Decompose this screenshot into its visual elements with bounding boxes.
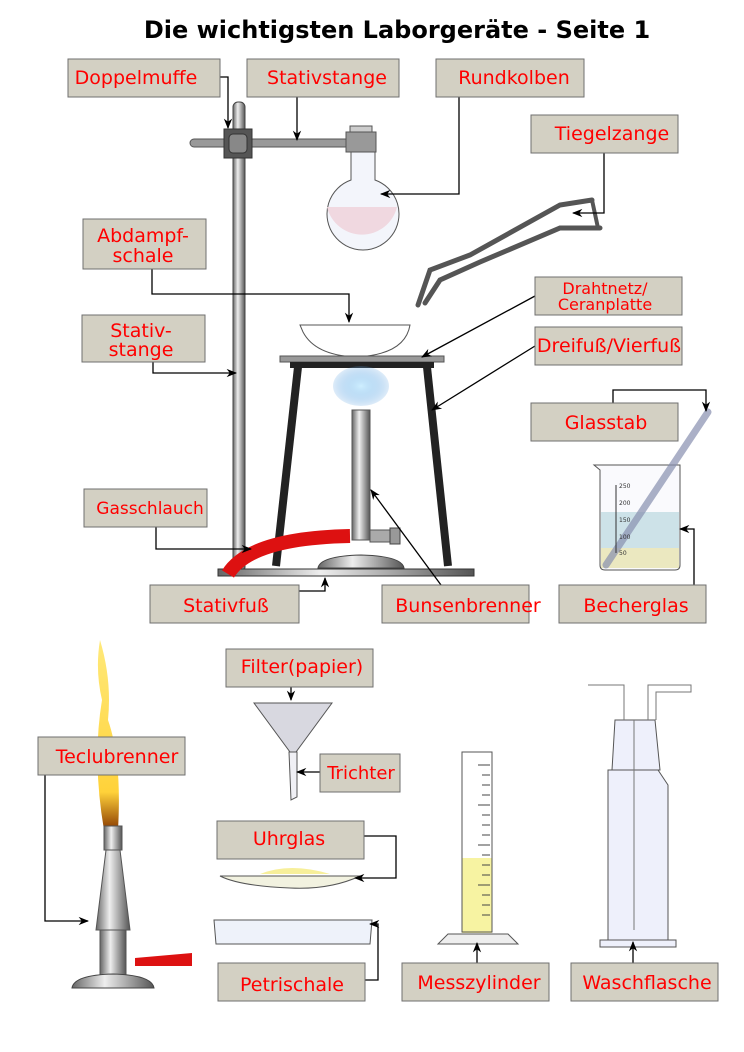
beaker-scale-label: 200 — [619, 500, 631, 507]
label-text: Rundkolben — [458, 67, 570, 89]
watch-glass-sample — [260, 868, 330, 874]
label-gasschlauch: Gasschlauch — [83, 488, 208, 528]
label-stativstange-top: Stativstange — [246, 58, 400, 98]
label-teclubrenner: Teclubrenner — [37, 736, 186, 776]
gas-hose-illustration — [222, 529, 351, 579]
label-text: Dreifuß/Vierfuß — [537, 335, 681, 357]
label-text: Waschflasche — [582, 972, 711, 994]
label-abdampfschale: Abdampf-schale — [82, 218, 207, 270]
label-uhrglas: Uhrglas — [216, 820, 365, 860]
label-text: Gasschlauch — [96, 499, 203, 519]
crucible-tongs-illustration — [415, 197, 603, 308]
label-tiegelzange: Tiegelzange — [530, 114, 679, 154]
graduated-cylinder-illustration — [436, 751, 520, 945]
watch-glass-illustration — [219, 875, 361, 889]
label-drahtnetz: Drahtnetz/Ceranplatte — [534, 276, 683, 316]
teclu-burner-illustration — [71, 640, 192, 989]
petri-dish-illustration — [213, 919, 373, 945]
label-trichter: Trichter — [319, 753, 401, 793]
label-stativfuss: Stativfuß — [149, 584, 300, 624]
label-text: schale — [113, 245, 174, 267]
label-becherglas: Becherglas — [558, 584, 707, 624]
label-bunsenbrenner: Bunsenbrenner — [381, 584, 541, 624]
label-dreifuss: Dreifuß/Vierfuß — [534, 326, 683, 366]
label-text: Bunsenbrenner — [395, 595, 541, 617]
glass-rod — [602, 408, 712, 569]
label-filter: Filter(papier) — [225, 648, 374, 688]
label-text: Stativ- — [110, 320, 171, 342]
label-glasstab: Glasstab — [530, 402, 679, 442]
label-text: Doppelmuffe — [75, 67, 198, 89]
leader-lines — [44, 76, 711, 981]
beaker-scale-label: 250 — [619, 483, 631, 490]
label-petrischale: Petrischale — [217, 962, 366, 1002]
label-waschflasche: Waschflasche — [570, 962, 719, 1002]
evaporating-dish-illustration — [299, 324, 411, 358]
label-text: Tiegelzange — [554, 123, 669, 145]
beaker-scale-label: 150 — [619, 517, 631, 524]
label-messzylinder: Messzylinder — [401, 962, 550, 1002]
gas-washing-bottle-illustration — [588, 684, 692, 948]
label-text: Stativstange — [267, 67, 387, 89]
beaker-scale-label: 100 — [619, 534, 631, 541]
label-text: Teclubrenner — [55, 746, 179, 768]
label-text: Drahtnetz/ — [562, 279, 648, 298]
beaker-scale-label: 50 — [619, 550, 627, 557]
stand-illustration — [189, 101, 475, 577]
label-text: stange — [109, 339, 174, 361]
label-text: Glasstab — [565, 412, 648, 434]
label-text: Filter(papier) — [241, 656, 363, 678]
funnel-illustration — [253, 702, 333, 801]
label-text: Stativfuß — [183, 595, 269, 617]
label-text: Abdampf- — [97, 225, 189, 247]
label-doppelmuffe: Doppelmuffe — [67, 58, 221, 98]
label-text: Messzylinder — [417, 972, 540, 994]
round-flask-illustration — [326, 151, 400, 251]
page-title: Die wichtigsten Laborgeräte - Seite 1 — [144, 16, 650, 44]
beaker-illustration: 250 200 150 100 50 — [592, 408, 712, 571]
label-text: Uhrglas — [253, 828, 325, 850]
tripod-illustration — [272, 355, 452, 567]
label-text: Trichter — [326, 763, 395, 784]
label-stativstange: Stativ-stange — [81, 314, 206, 363]
label-text: Ceranplatte — [558, 295, 652, 314]
label-text: Becherglas — [583, 595, 688, 617]
label-text: Petrischale — [240, 974, 344, 996]
bunsen-burner-illustration — [317, 366, 405, 569]
label-rundkolben: Rundkolben — [435, 58, 585, 98]
